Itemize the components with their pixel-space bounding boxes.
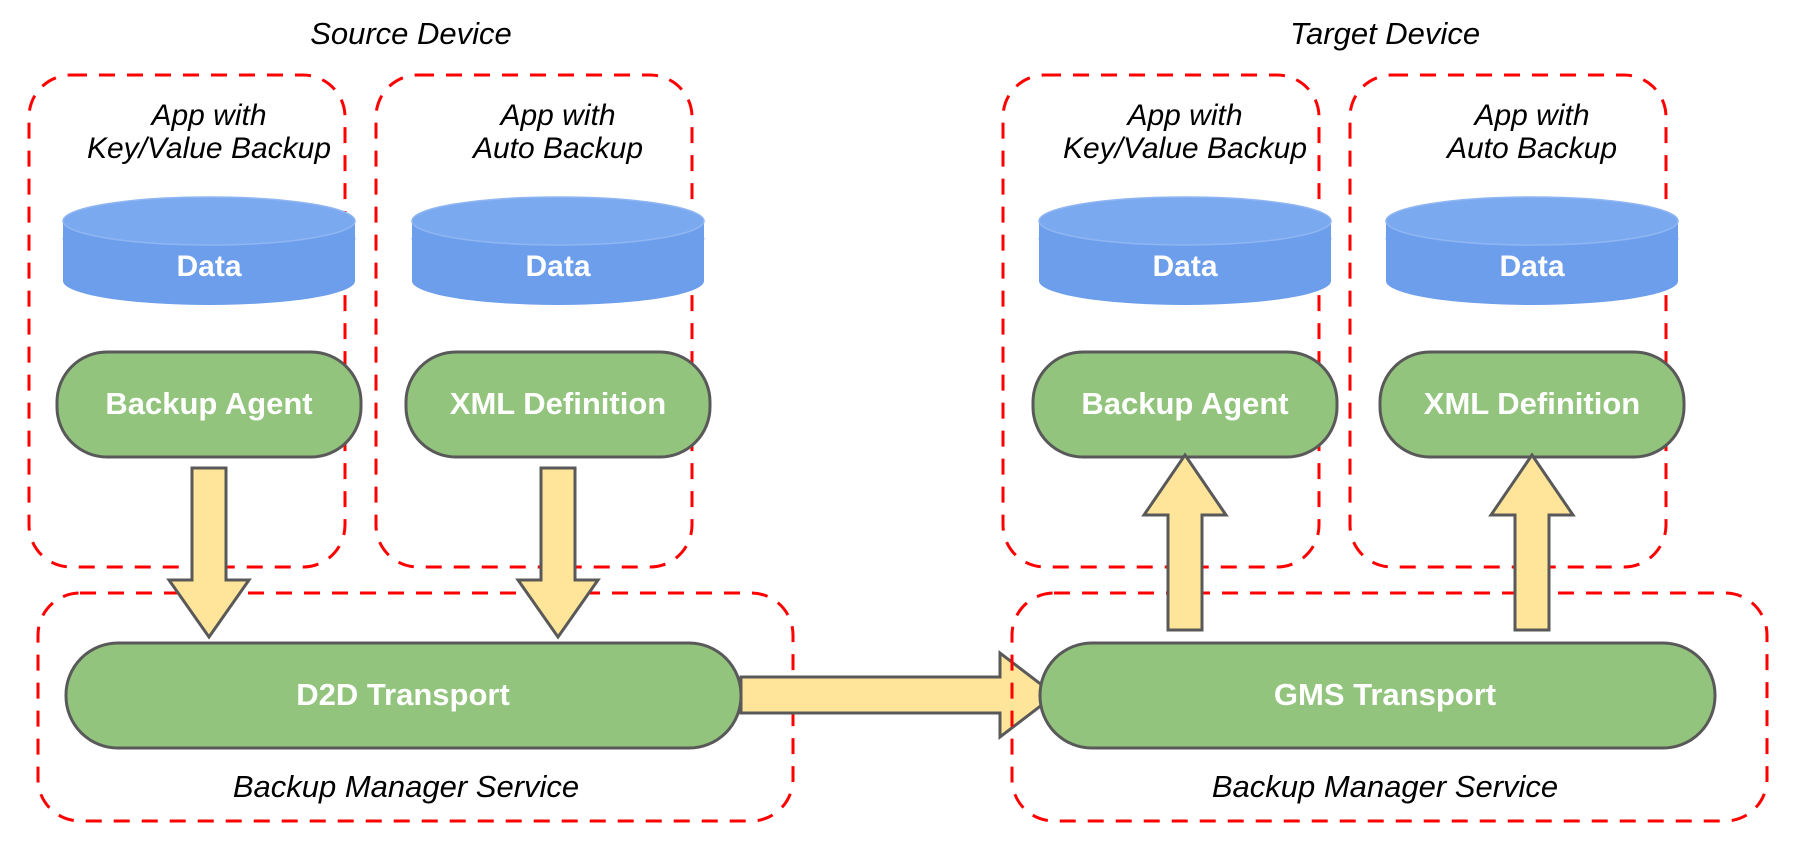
app-panel-title-line2: Auto Backup bbox=[1445, 132, 1617, 165]
component-box-label: XML Definition bbox=[1424, 386, 1640, 421]
data-cylinder[interactable]: Data bbox=[411, 196, 705, 305]
flow-arrow-source-auto-down bbox=[515, 466, 601, 640]
app-panel-border bbox=[1348, 73, 1668, 569]
device-title-target: Target Device bbox=[1290, 16, 1480, 51]
app-panel-title-line1: App with bbox=[1125, 99, 1242, 132]
app-panel-border bbox=[374, 73, 694, 569]
app-panel-border bbox=[27, 73, 347, 569]
app-panel-title-line1: App with bbox=[149, 99, 266, 132]
data-cylinder[interactable]: Data bbox=[1385, 196, 1679, 305]
transport-box-gms[interactable]: GMS Transport bbox=[1038, 641, 1717, 750]
component-box-xml-definition[interactable]: XML Definition bbox=[404, 350, 712, 459]
data-cylinder-label: Data bbox=[525, 250, 590, 283]
data-cylinder[interactable]: Data bbox=[62, 196, 356, 305]
app-panel-source-kv[interactable]: App with Key/Value Backup Data Backup Ag… bbox=[27, 73, 363, 569]
component-box-backup-agent[interactable]: Backup Agent bbox=[1031, 350, 1339, 459]
app-panel-target-auto[interactable]: App with Auto Backup Data XML Definition bbox=[1348, 73, 1686, 569]
data-cylinder[interactable]: Data bbox=[1038, 196, 1332, 305]
component-box-backup-agent[interactable]: Backup Agent bbox=[55, 350, 363, 459]
component-box-xml-definition[interactable]: XML Definition bbox=[1378, 350, 1686, 459]
app-panel-title-line2: Key/Value Backup bbox=[87, 132, 331, 165]
service-panel-target[interactable]: GMS Transport Backup Manager Service bbox=[1010, 591, 1769, 823]
flow-arrow-transport bbox=[739, 649, 1058, 741]
transport-box-label: D2D Transport bbox=[296, 677, 510, 712]
app-panel-border bbox=[1001, 73, 1321, 569]
flow-arrow-target-auto-up bbox=[1488, 452, 1576, 632]
service-panel-source[interactable]: D2D Transport Backup Manager Service bbox=[36, 591, 795, 823]
flow-arrow-target-kv-up bbox=[1141, 452, 1229, 632]
transport-box-label: GMS Transport bbox=[1274, 677, 1496, 712]
service-panel-caption: Backup Manager Service bbox=[233, 769, 579, 804]
app-panel-title-line2: Auto Backup bbox=[471, 132, 643, 165]
component-box-label: Backup Agent bbox=[1081, 386, 1288, 421]
transport-box-d2d[interactable]: D2D Transport bbox=[64, 641, 743, 750]
app-panel-source-auto[interactable]: App with Auto Backup Data XML Definition bbox=[374, 73, 712, 569]
flow-arrow-source-kv-down bbox=[166, 466, 252, 640]
app-panel-target-kv[interactable]: App with Key/Value Backup Data Backup Ag… bbox=[1001, 73, 1339, 569]
device-title-source: Source Device bbox=[310, 16, 512, 51]
data-cylinder-label: Data bbox=[1152, 250, 1217, 283]
data-cylinder-label: Data bbox=[176, 250, 241, 283]
component-box-label: XML Definition bbox=[450, 386, 666, 421]
app-panel-title-line2: Key/Value Backup bbox=[1063, 132, 1307, 165]
app-panel-title-line1: App with bbox=[498, 99, 615, 132]
component-box-label: Backup Agent bbox=[105, 386, 312, 421]
data-cylinder-label: Data bbox=[1499, 250, 1564, 283]
service-panel-caption: Backup Manager Service bbox=[1212, 769, 1558, 804]
app-panel-title-line1: App with bbox=[1472, 99, 1589, 132]
